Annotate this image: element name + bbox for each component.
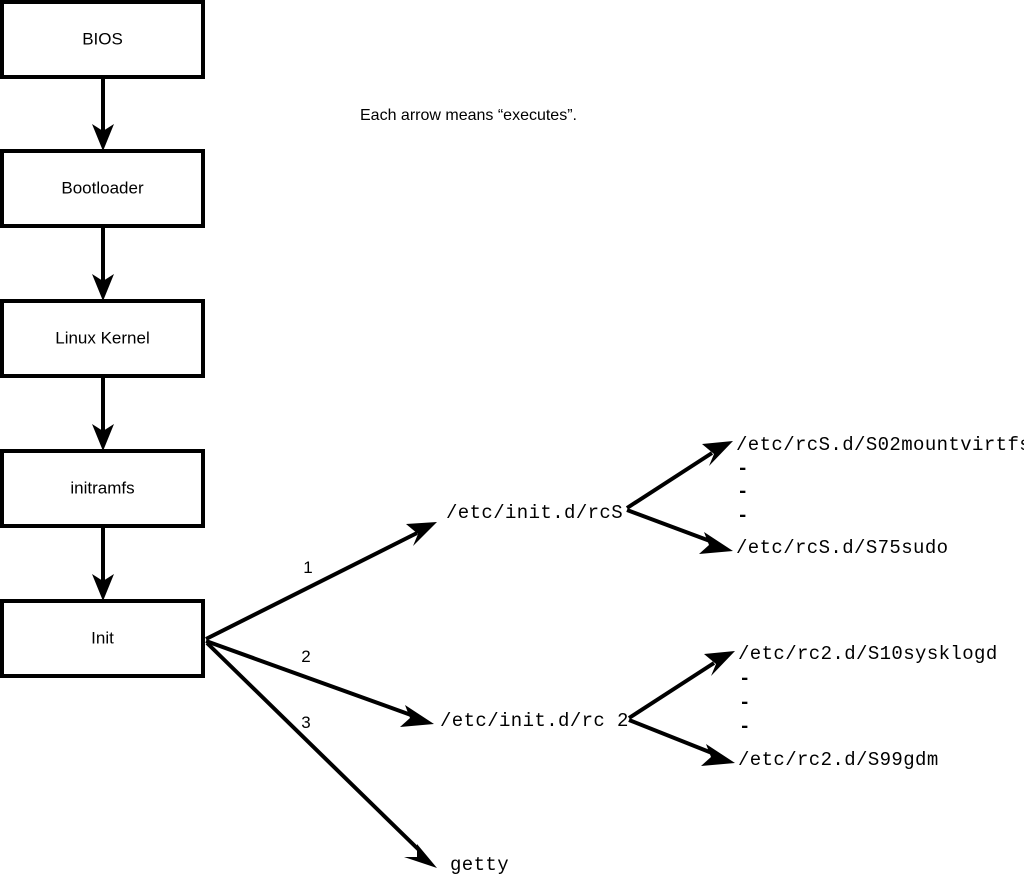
rcs-script-last: /etc/rcS.d/S75sudo [736, 537, 948, 559]
rc2-ellipsis-dash-1: - [739, 668, 750, 690]
arrowhead-rcs-last [699, 532, 733, 554]
arrow-init-to-rc2 [205, 639, 434, 727]
stage-box-init[interactable]: Init [0, 599, 205, 678]
arrowhead-rc2-first [704, 651, 735, 676]
arrowhead-rcs-first [702, 441, 733, 466]
stage-box-initramfs[interactable]: initramfs [0, 449, 205, 528]
arrow-init-to-getty [205, 641, 437, 868]
arrow-kernel-to-initramfs [92, 376, 114, 451]
node-label-getty[interactable]: getty [450, 854, 509, 875]
arrowhead-bios-bootloader [92, 124, 114, 151]
branch-number-1: 1 [303, 558, 312, 577]
arrow-rc2-to-s99gdm [628, 718, 735, 766]
diagram-caption: Each arrow means “executes”. [360, 107, 577, 124]
rc2-script-last: /etc/rc2.d/S99gdm [738, 749, 939, 771]
arrow-rcs-to-s75sudo [626, 508, 733, 554]
rcs-ellipsis-dash-1: - [737, 458, 748, 480]
arrow-rcs-to-s02mountvirtfs [625, 441, 733, 510]
bios-label: BIOS [82, 29, 123, 48]
arrowhead-kernel-initramfs [92, 424, 114, 451]
rc2-script-first: /etc/rc2.d/S10sysklogd [738, 643, 998, 665]
arrowhead-init-rcs [406, 522, 437, 546]
linux-kernel-label: Linux Kernel [55, 328, 150, 347]
arrowhead-initramfs-init [92, 574, 114, 601]
bios-rect [0, 0, 205, 79]
initramfs-rect [0, 449, 205, 528]
stage-box-bios[interactable]: BIOS [0, 0, 205, 79]
rc2-ellipsis-dash-3: - [739, 716, 750, 738]
arrow-initramfs-to-init [92, 526, 114, 601]
arrowhead-init-rc2 [400, 705, 434, 727]
rcs-ellipsis-dash-3: - [737, 505, 748, 527]
rcs-ellipsis-dash-2: - [737, 481, 748, 503]
init-label: Init [91, 628, 114, 647]
node-label-rc2[interactable]: /etc/init.d/rc 2 [440, 710, 629, 732]
arrow-bios-to-bootloader [92, 77, 114, 151]
bootloader-label: Bootloader [61, 178, 144, 197]
arrowhead-rc2-last [701, 744, 735, 766]
initramfs-label: initramfs [70, 478, 134, 497]
stage-box-linux-kernel[interactable]: Linux Kernel [0, 299, 205, 378]
arrow-bootloader-to-kernel [92, 226, 114, 301]
rcs-script-first: /etc/rcS.d/S02mountvirtfs [736, 434, 1024, 456]
stage-box-bootloader[interactable]: Bootloader [0, 149, 205, 228]
branch-number-3: 3 [301, 713, 310, 732]
branch-number-2: 2 [301, 647, 310, 666]
node-label-rcs[interactable]: /etc/init.d/rcS [446, 502, 623, 524]
arrow-init-to-rcs [205, 522, 437, 641]
init-rect [0, 599, 205, 678]
arrowhead-bootloader-kernel [92, 274, 114, 301]
arrow-rc2-to-s10sysklogd [627, 651, 735, 720]
arrowhead-init-getty [404, 844, 437, 868]
rc2-ellipsis-dash-2: - [739, 692, 750, 714]
